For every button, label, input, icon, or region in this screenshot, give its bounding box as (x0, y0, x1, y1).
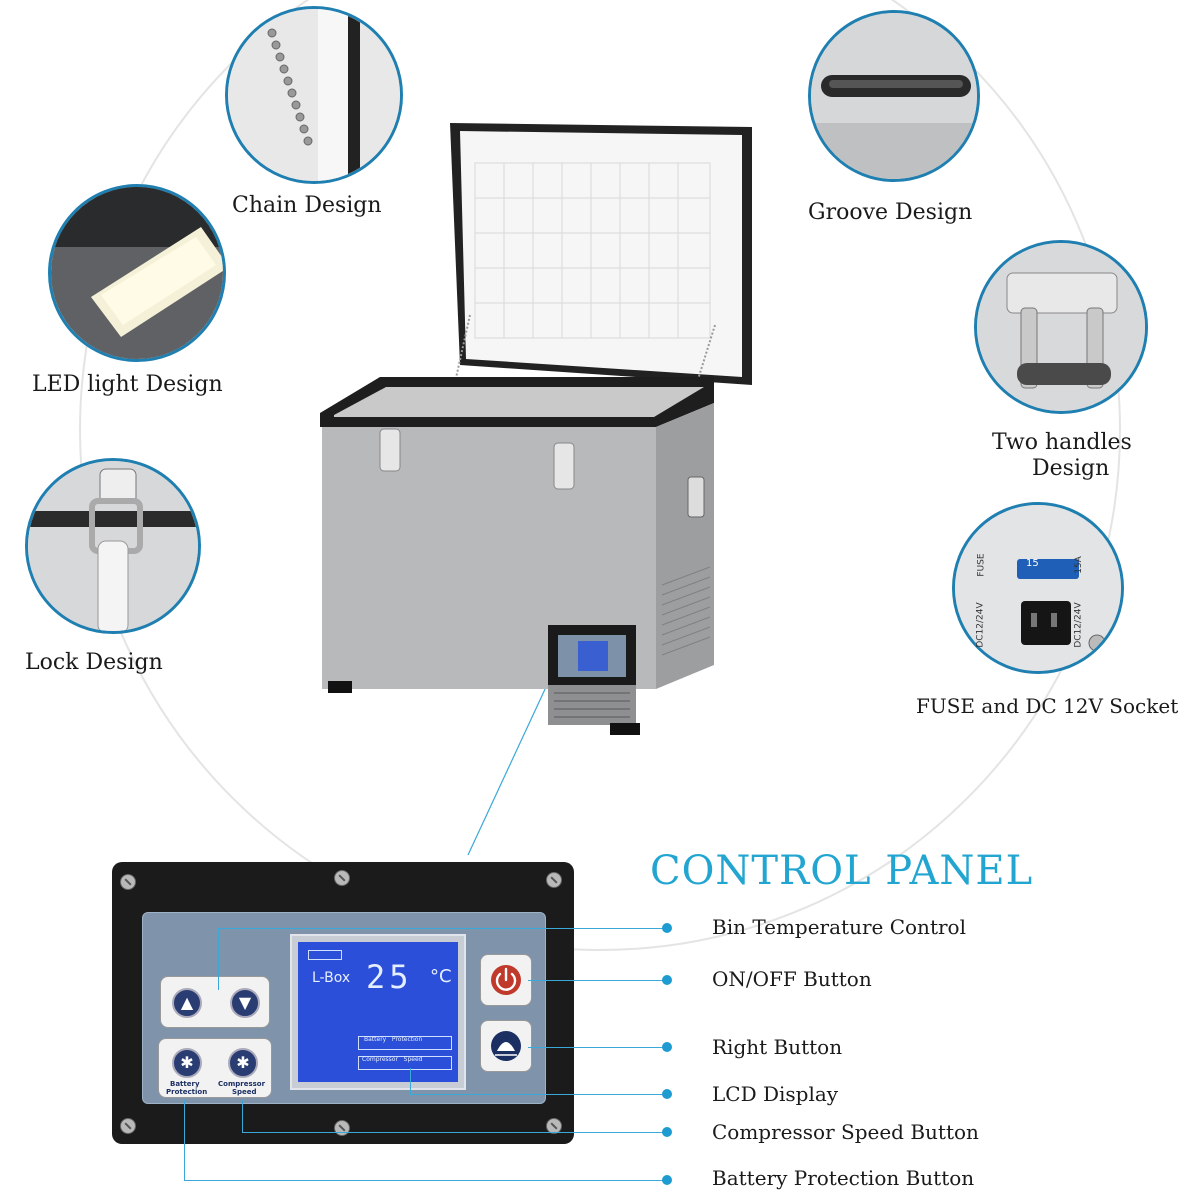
callout-line (410, 1094, 666, 1095)
callout-dot (662, 1042, 672, 1052)
screw (546, 1118, 562, 1134)
callout-dot (662, 1089, 672, 1099)
screw (120, 874, 136, 890)
amp-text: 15A (1073, 556, 1084, 574)
callout-line (410, 1068, 411, 1094)
fuse-text: FUSE (976, 553, 987, 577)
screw (546, 872, 562, 888)
callout-dot (662, 975, 672, 985)
callout-bin-temperature: Bin Temperature Control (712, 915, 966, 939)
callout-line (528, 1047, 666, 1048)
fuse-socket-label: FUSE and DC 12V Socket (916, 694, 1179, 718)
callout-dot (662, 1127, 672, 1137)
lcd-screen (298, 942, 458, 1082)
portable-fridge-image (320, 123, 752, 735)
led-detail-image (48, 184, 226, 362)
light-button[interactable] (480, 1020, 532, 1072)
callout-on-off: ON/OFF Button (712, 967, 872, 991)
two-handles-label-line1: Two handles (992, 430, 1132, 455)
lcd-display: L-Box 25 °C Battery Protection Compresso… (290, 934, 466, 1090)
handle-detail-image (974, 240, 1148, 414)
callout-line (218, 928, 219, 990)
callout-compressor-speed: Compressor Speed Button (712, 1120, 979, 1144)
callout-dot (662, 1175, 672, 1185)
on-off-button[interactable] (480, 954, 532, 1006)
chain-detail-image (225, 6, 403, 184)
dc-right-text: DC12/24V (1073, 602, 1084, 648)
screw (334, 870, 350, 886)
led-light-design-label: LED light Design (32, 372, 223, 397)
lamp-icon (491, 1031, 521, 1061)
chain-design-label: Chain Design (232, 193, 382, 218)
callout-line (218, 928, 666, 929)
lcd-mode-text: L-Box (312, 970, 351, 986)
temp-down-button[interactable]: ▼ (230, 988, 260, 1018)
lcd-unit: °C (430, 966, 452, 987)
fuse-value-text: 15 (1026, 558, 1039, 569)
battery-level-icon (308, 950, 342, 960)
compressor-button-label-1: Compressor (218, 1080, 266, 1088)
lcd-battery-row (358, 1036, 452, 1050)
callout-line (184, 1180, 666, 1181)
screw (334, 1120, 350, 1136)
power-icon (491, 965, 521, 995)
battery-button-label-1: Battery (170, 1080, 200, 1088)
fuse-socket-detail-image (952, 502, 1124, 674)
groove-detail-image (808, 10, 980, 182)
compressor-button-label-2: Speed (232, 1088, 257, 1096)
callout-lcd-display: LCD Display (712, 1082, 839, 1106)
callout-battery-protection: Battery Protection Button (712, 1166, 975, 1190)
groove-design-label: Groove Design (808, 200, 973, 225)
battery-protection-button[interactable]: ✱ (172, 1048, 202, 1078)
battery-button-label-2: Protection (166, 1088, 208, 1096)
two-handles-label-line2: Design (1032, 456, 1110, 481)
callout-line (242, 1132, 666, 1133)
lcd-compressor-label: Compressor Speed (362, 1056, 423, 1063)
callout-dot (662, 923, 672, 933)
lock-detail-image (25, 458, 201, 634)
compressor-speed-button[interactable]: ✱ (228, 1048, 258, 1078)
callout-line (184, 1100, 185, 1180)
lcd-battery-label: Battery Protection (364, 1036, 423, 1043)
dc-left-text: DC12/24V (975, 602, 986, 648)
callout-line (528, 980, 666, 981)
control-panel-closeup: ▲ ▼ ✱ ✱ Battery Protection Compressor Sp… (112, 862, 574, 1144)
lock-design-label: Lock Design (25, 650, 163, 675)
lcd-compressor-row (358, 1056, 452, 1070)
temp-up-button[interactable]: ▲ (172, 988, 202, 1018)
callout-right-button: Right Button (712, 1035, 843, 1059)
lcd-temperature: 25 (366, 958, 413, 996)
callout-line (242, 1100, 243, 1132)
control-panel-title: CONTROL PANEL (650, 848, 1034, 894)
screw (120, 1118, 136, 1134)
